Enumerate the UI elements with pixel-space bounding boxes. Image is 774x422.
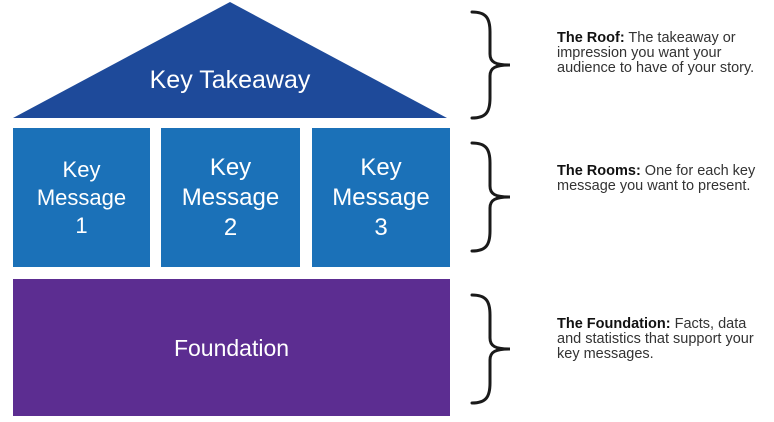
room-2-line-3: 2 — [223, 213, 238, 241]
house-diagram: Key Takeaway Key Message 1 Key Message 2… — [13, 2, 450, 416]
foundation-description-title: The Foundation: — [557, 316, 671, 332]
foundation-block: Foundation — [13, 279, 450, 416]
roof-description-title: The Roof: — [557, 30, 625, 46]
foundation-description: The Foundation: Facts, data and statisti… — [557, 317, 771, 362]
rooms-description-text: One for each key message you want to pre… — [557, 163, 756, 194]
rooms-brace-icon — [470, 141, 518, 253]
room-key-message-3: Key Message 3 — [312, 128, 450, 267]
roof-description: The Roof: The takeaway or impression you… — [557, 31, 771, 76]
room-3-line-2: Message — [332, 183, 430, 211]
room-1-line-1: Key — [62, 156, 101, 182]
room-2-line-2: Message — [181, 183, 280, 211]
roof-brace-icon — [470, 10, 518, 120]
room-key-message-2: Key Message 2 — [161, 128, 300, 267]
room-3-line-1: Key — [360, 153, 402, 181]
room-key-message-1: Key Message 1 — [13, 128, 150, 267]
room-1-line-2: Message — [36, 184, 127, 210]
roof-description-text: The takeaway or impression you want your… — [557, 30, 755, 76]
room-2-line-1: Key — [209, 153, 252, 181]
room-1-line-3: 1 — [75, 212, 88, 238]
foundation-description-text: Facts, data and statistics that support … — [557, 316, 754, 362]
foundation-brace-icon — [470, 293, 518, 405]
rooms-description-title: The Rooms: — [557, 163, 641, 179]
room-3-line-3: 3 — [374, 213, 388, 241]
foundation-label: Foundation — [173, 334, 290, 361]
roof-shape — [13, 2, 447, 118]
roof-label: Key Takeaway — [149, 66, 311, 94]
rooms-description: The Rooms: One for each key message you … — [557, 164, 771, 194]
